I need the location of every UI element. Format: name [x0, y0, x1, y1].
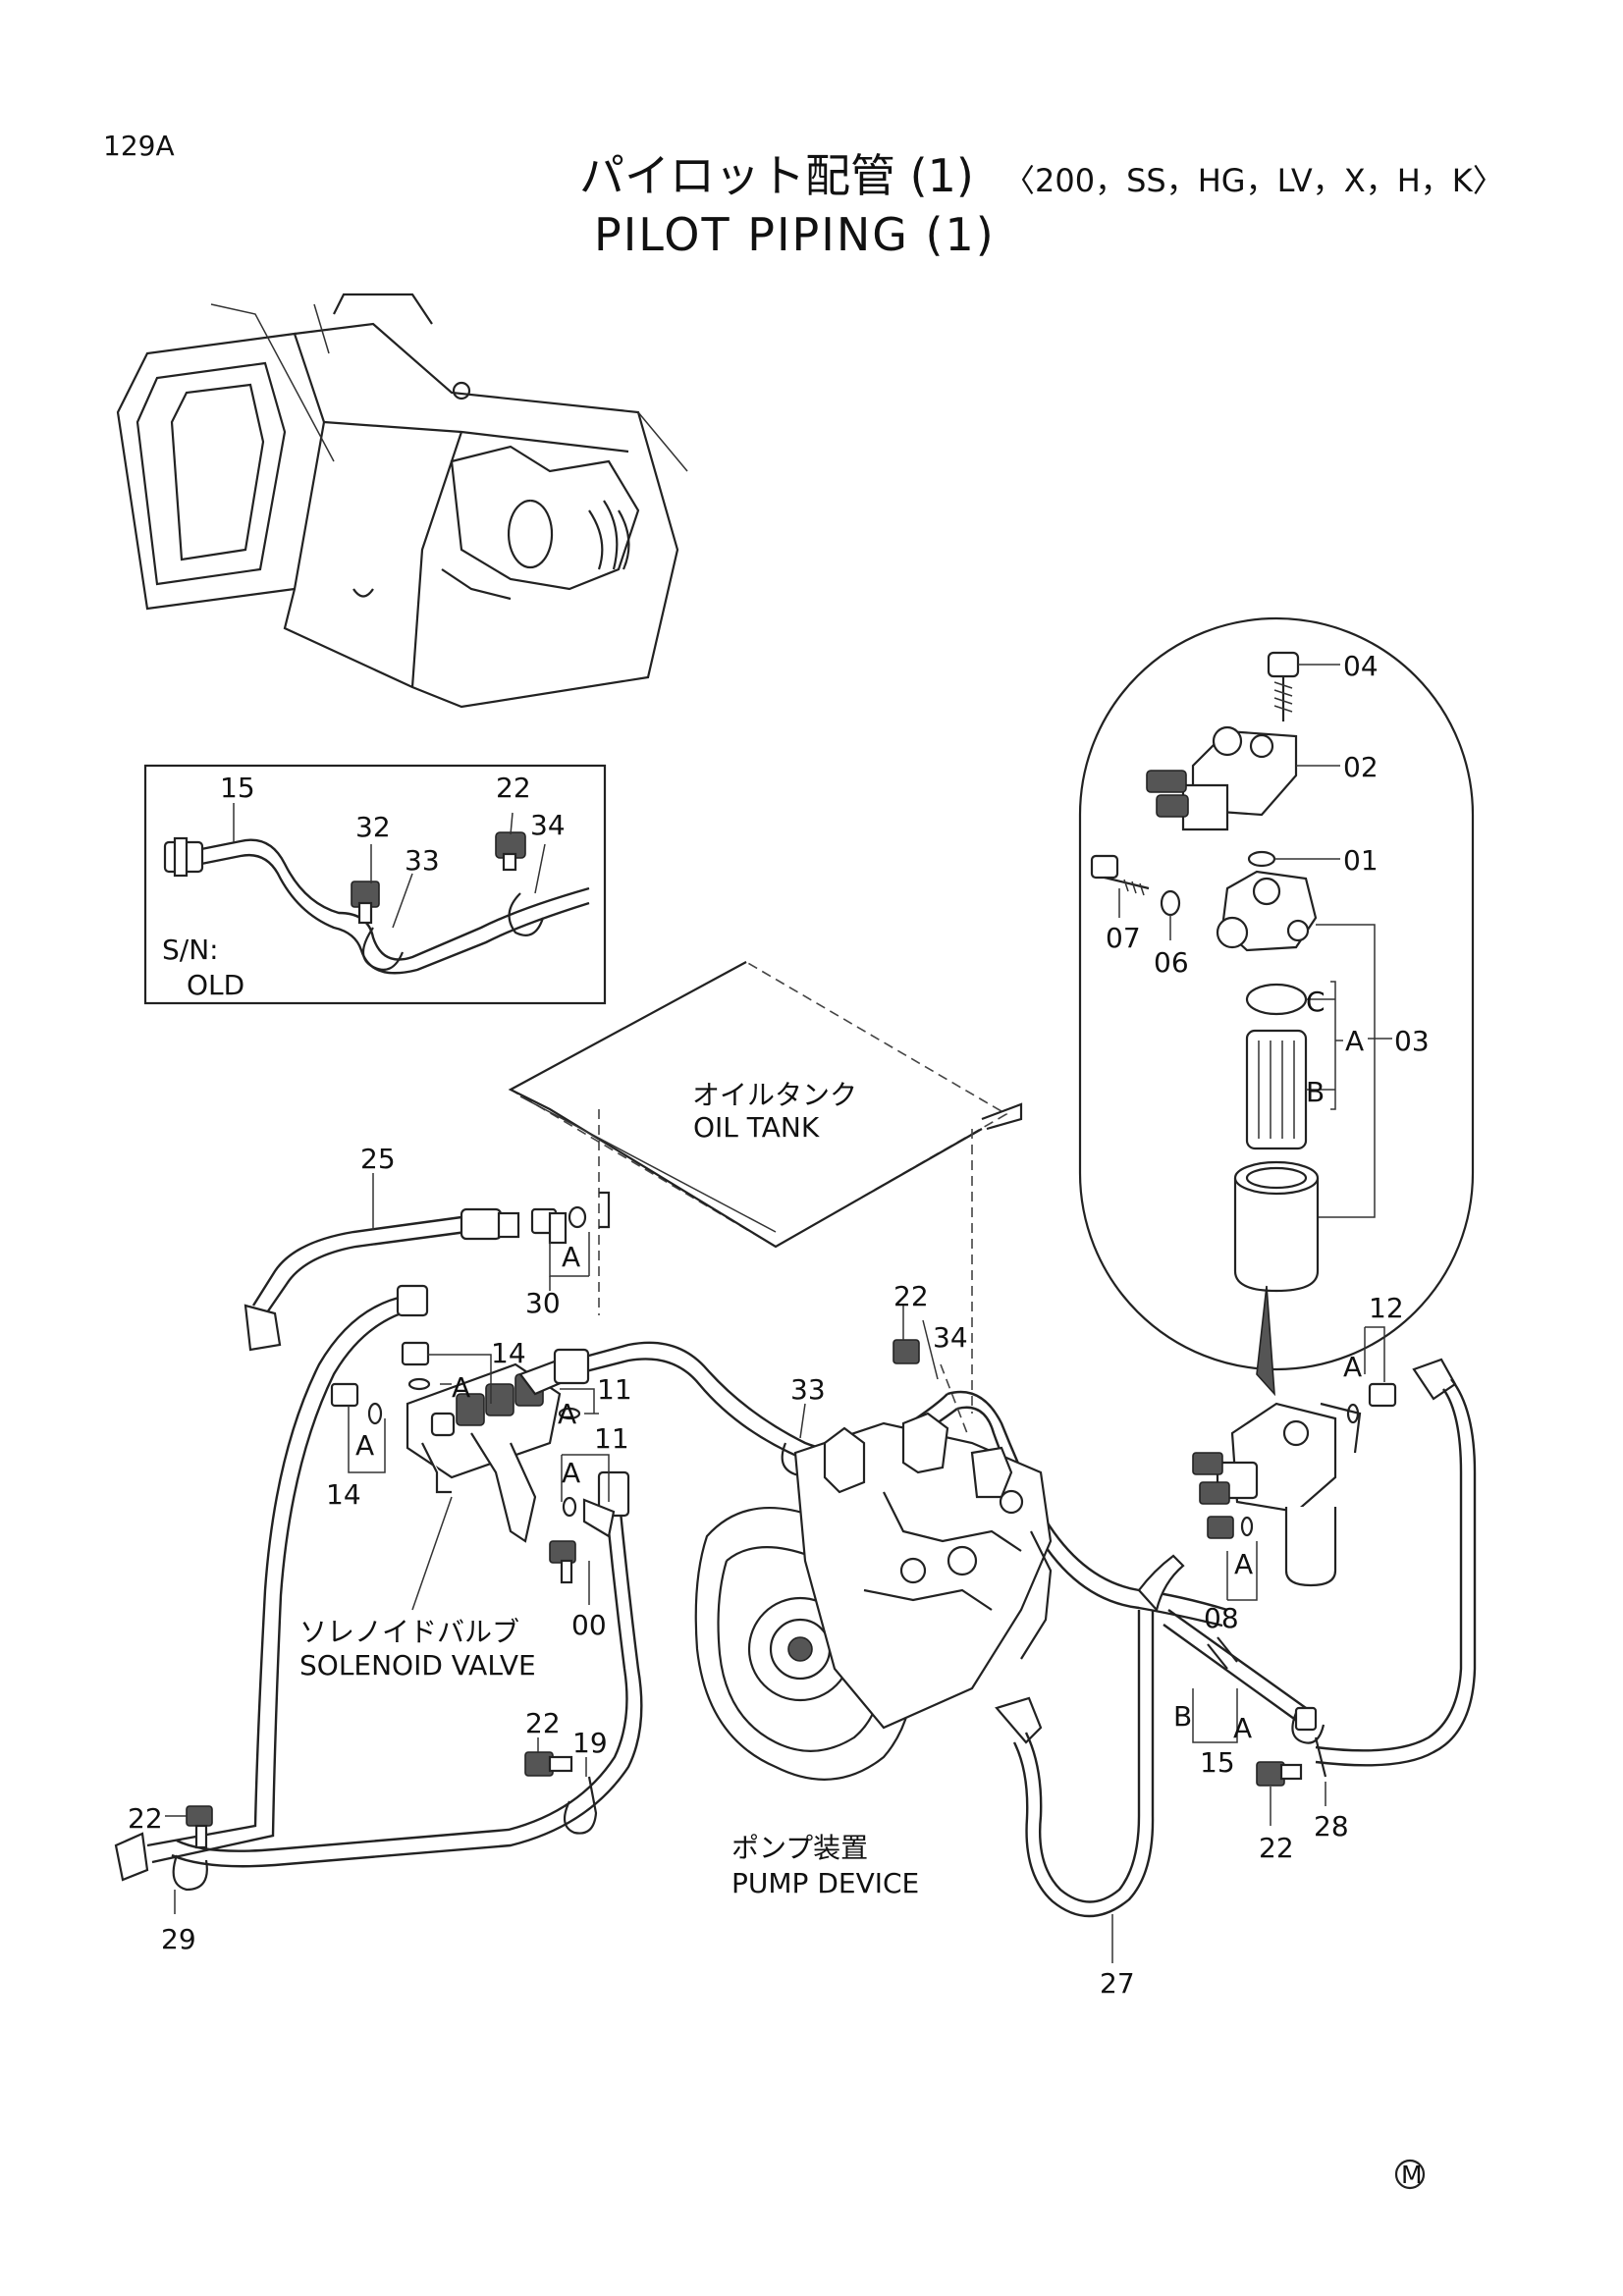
page-number: 129A [103, 130, 175, 162]
hose-27: 27 [995, 1554, 1185, 2000]
m-mark-letter: M [1401, 2161, 1423, 2189]
letter-B: B [1306, 1076, 1325, 1108]
inset-callout-34: 34 [530, 809, 566, 841]
callout-07: 07 [1106, 922, 1141, 954]
m-mark: M [1394, 2159, 1426, 2190]
callout-25: 25 [360, 1143, 396, 1175]
filter-installed: A 12 A 08 [1192, 1292, 1477, 1767]
callout-01: 01 [1343, 844, 1379, 877]
oil-tank-label-en: OIL TANK [693, 1111, 820, 1144]
pump-device: ポンプ装置 PUMP DEVICE [694, 1412, 1053, 1899]
title-english: PILOT PIPING (1) [594, 208, 996, 261]
callout-08: 08 [1204, 1602, 1239, 1634]
hose-left-loop [114, 1284, 643, 1892]
inset-callout-32: 32 [355, 811, 391, 843]
callout-06: 06 [1154, 946, 1189, 979]
letter-A-14a: A [452, 1371, 470, 1404]
callout-22a: 22 [893, 1280, 929, 1312]
fitting-30: A 30 [525, 1191, 611, 1319]
letter-A-filter: A [1345, 1025, 1364, 1057]
excavator-overview [116, 293, 688, 709]
callout-12: 12 [1369, 1292, 1404, 1324]
letter-A-14b: A [355, 1429, 374, 1462]
inset-callout-33: 33 [405, 844, 440, 877]
callout-22b: 22 [1259, 1832, 1294, 1864]
inset-sn-label: S/N: [162, 934, 219, 966]
callout-14b: 14 [326, 1478, 361, 1511]
letter-A-08: A [1234, 1548, 1253, 1580]
callout-02: 02 [1343, 751, 1379, 783]
callout-28: 28 [1314, 1810, 1349, 1842]
callout-03: 03 [1394, 1025, 1430, 1057]
callout-11b: 11 [594, 1422, 629, 1455]
inset-callout-15: 15 [220, 772, 255, 804]
title-variants: 〈200，SS，HG，LV，X，H，K〉 [1003, 162, 1504, 199]
hose-25: 25 [243, 1143, 520, 1352]
letter-C: C [1306, 986, 1325, 1018]
bottom-left-fixings: 22 19 22 29 [128, 1707, 608, 1955]
callout-19: 19 [572, 1727, 608, 1759]
letter-A-11b: A [562, 1457, 580, 1489]
letter-A-30: A [562, 1241, 580, 1273]
solenoid-label-en: SOLENOID VALVE [299, 1649, 536, 1682]
title-japanese: パイロット配管 (1) [579, 149, 974, 202]
hose-15: B A 15 22 28 [1163, 1609, 1349, 1864]
callout-27: 27 [1100, 1967, 1135, 2000]
inset-callout-22: 22 [496, 772, 531, 804]
callout-30: 30 [525, 1287, 561, 1319]
callout-00: 00 [571, 1609, 607, 1641]
oil-tank-label-jp: オイルタンク [692, 1079, 857, 1111]
callout-11a: 11 [597, 1373, 632, 1406]
inset-old-serial: 15 32 33 22 34 S/N: OLD [143, 764, 607, 1005]
letter-B-15: B [1173, 1700, 1192, 1733]
pump-label-en: PUMP DEVICE [731, 1867, 919, 1899]
callout-14a: 14 [491, 1337, 526, 1369]
callout-22d: 22 [128, 1802, 163, 1835]
solenoid-label-jp: ソレノイドバルブ [299, 1616, 519, 1648]
oil-tank: オイルタンク OIL TANK [508, 961, 1023, 1414]
callout-04: 04 [1343, 650, 1379, 682]
letter-A-12: A [1343, 1351, 1362, 1383]
letter-A-15: A [1233, 1712, 1252, 1744]
pump-label-jp: ポンプ装置 [731, 1832, 868, 1864]
filter-exploded-view: 04 02 01 07 06 C B [1078, 616, 1475, 1397]
callout-15: 15 [1200, 1746, 1235, 1779]
solenoid-valve: ソレノイドバルブ SOLENOID VALVE A 14 A 14 A 11 A… [299, 1337, 632, 1682]
callout-34: 34 [933, 1321, 968, 1354]
letter-A-11a: A [558, 1398, 576, 1430]
callout-29: 29 [161, 1923, 196, 1955]
callout-22c: 22 [525, 1707, 561, 1739]
callout-33: 33 [790, 1373, 826, 1406]
inset-sn-value: OLD [187, 969, 244, 1001]
